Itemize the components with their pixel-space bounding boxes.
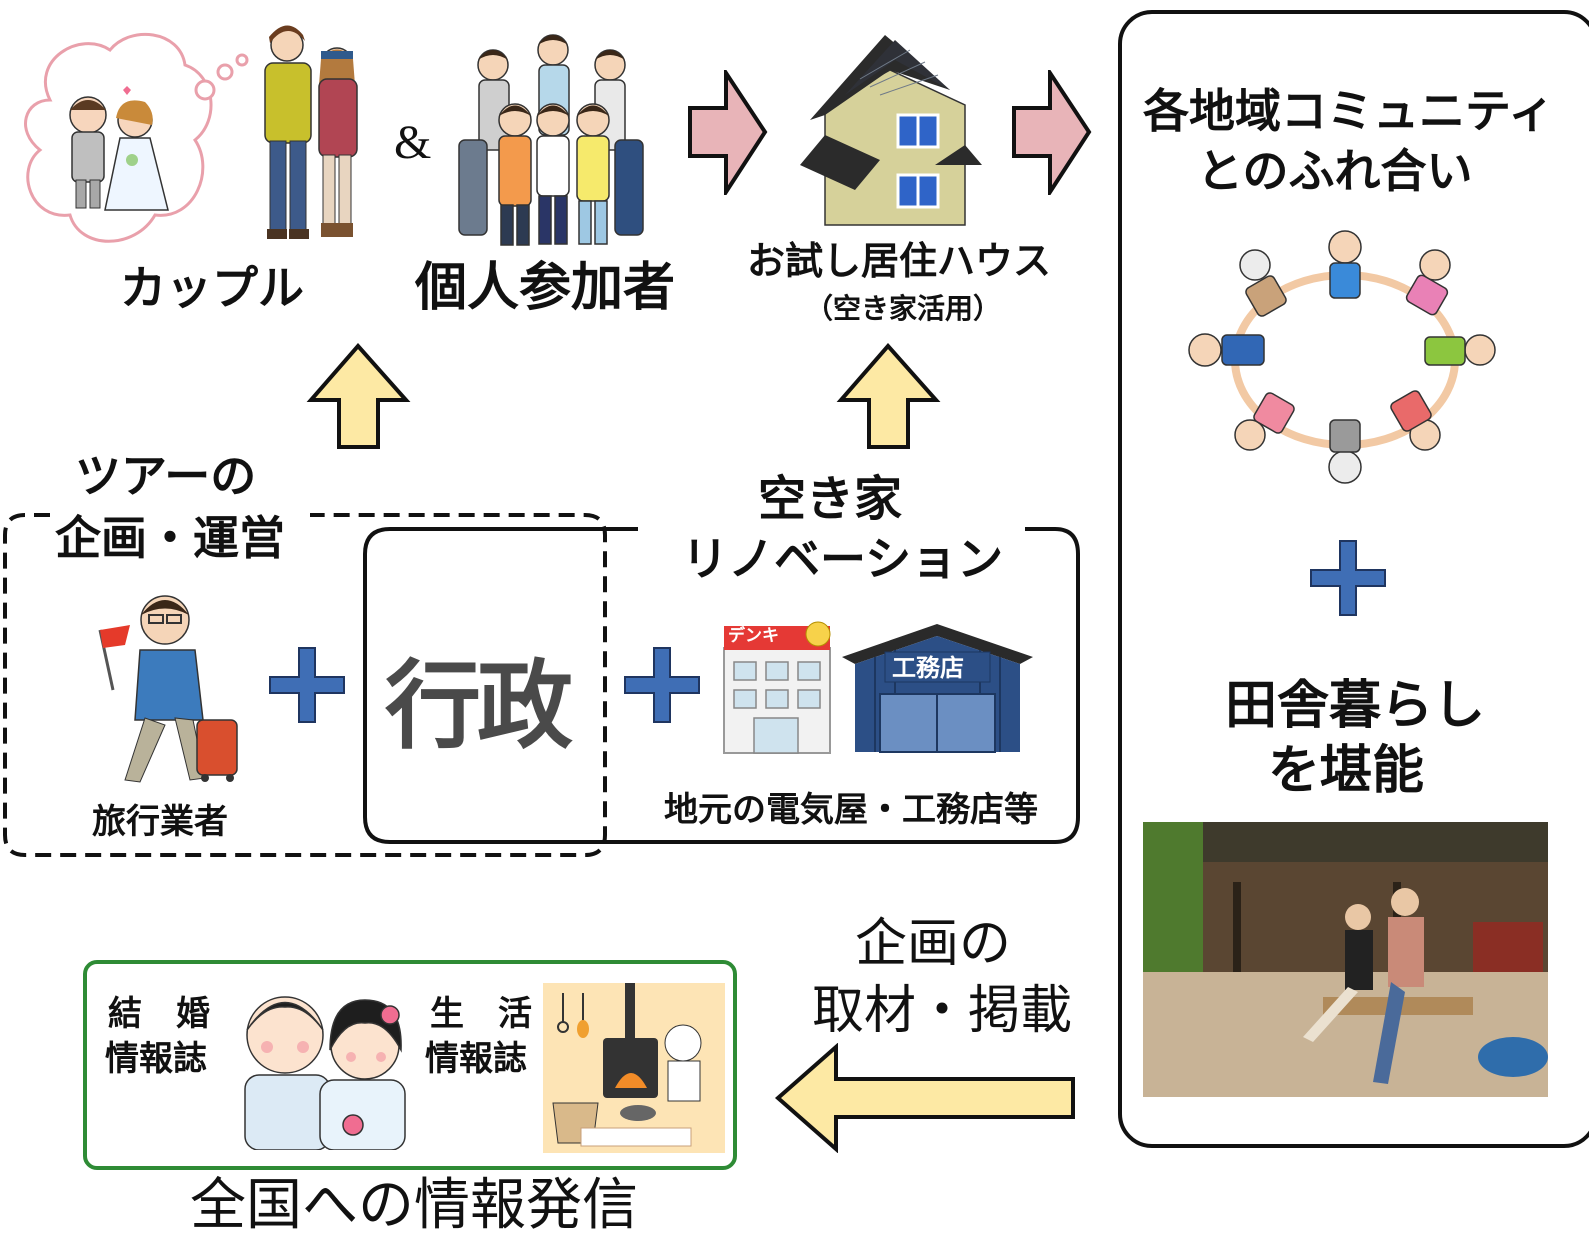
trial-house-sublabel: （空き家活用） xyxy=(805,292,1002,325)
media-coverage-line1: 企画の xyxy=(855,914,1012,974)
up-arrow-right xyxy=(836,343,941,451)
plus-icon-right xyxy=(1308,538,1388,618)
flow-arrow-right-1 xyxy=(688,70,768,195)
community-circle-illustration xyxy=(1180,225,1510,495)
trial-house-label: お試し居住ハウス xyxy=(747,239,1052,283)
wedding-magazine-line2: 情報誌 xyxy=(105,1039,207,1079)
thought-cloud-wedding xyxy=(10,20,260,265)
rural-life-photo xyxy=(1143,822,1548,1097)
tour-planning-line1: ツアーの xyxy=(75,449,257,503)
electric-shop-illustration: デンキ xyxy=(722,620,834,755)
couple-label: カップル xyxy=(120,261,304,315)
construction-shop-illustration: 工務店 xyxy=(840,622,1035,754)
travel-agent-illustration xyxy=(85,590,255,790)
individual-participants-illustration xyxy=(445,20,660,255)
life-magazine-line2: 情報誌 xyxy=(425,1039,527,1079)
koumuten-sign: 工務店 xyxy=(892,654,964,682)
up-arrow-left xyxy=(306,343,411,451)
tour-planning-line2: 企画・運営 xyxy=(55,511,285,565)
plus-icon-middle-right xyxy=(622,645,702,725)
vacant-renovation-line2: リノベーション xyxy=(682,532,1004,586)
wedding-magazine-line1: 結 婚 xyxy=(108,994,210,1034)
vacant-renovation-line1: 空き家 xyxy=(758,471,903,527)
renovation-group-box xyxy=(360,524,1085,847)
life-magazine-line1: 生 活 xyxy=(430,994,532,1034)
community-title-line1: 各地域コミュニティ xyxy=(1143,84,1555,138)
media-coverage-line2: 取材・掲載 xyxy=(812,981,1073,1041)
rural-life-line1: 田舎暮らし xyxy=(1225,676,1486,736)
flow-arrow-left xyxy=(773,1043,1078,1153)
community-panel xyxy=(1118,10,1589,1148)
individual-participants-label: 個人参加者 xyxy=(415,258,676,318)
travel-agent-label: 旅行業者 xyxy=(92,802,228,842)
community-title-line2: とのふれ合い xyxy=(1197,144,1473,198)
local-shops-label: 地元の電気屋・工務店等 xyxy=(664,790,1038,830)
young-couple-illustration xyxy=(245,15,370,250)
life-magazine-illustration xyxy=(543,983,725,1153)
government-label: 行政 xyxy=(385,649,573,762)
trial-house-illustration xyxy=(800,35,985,230)
flow-arrow-right-2 xyxy=(1012,70,1092,195)
wedding-couple-illustration xyxy=(235,975,415,1150)
magazine-box xyxy=(83,960,737,1170)
plus-icon-middle-left xyxy=(267,645,347,725)
ampersand: & xyxy=(394,116,432,169)
rural-life-line2: を堪能 xyxy=(1268,741,1425,801)
denki-sign: デンキ xyxy=(728,626,779,646)
nationwide-info-label: 全国への情報発信 xyxy=(190,1173,638,1238)
